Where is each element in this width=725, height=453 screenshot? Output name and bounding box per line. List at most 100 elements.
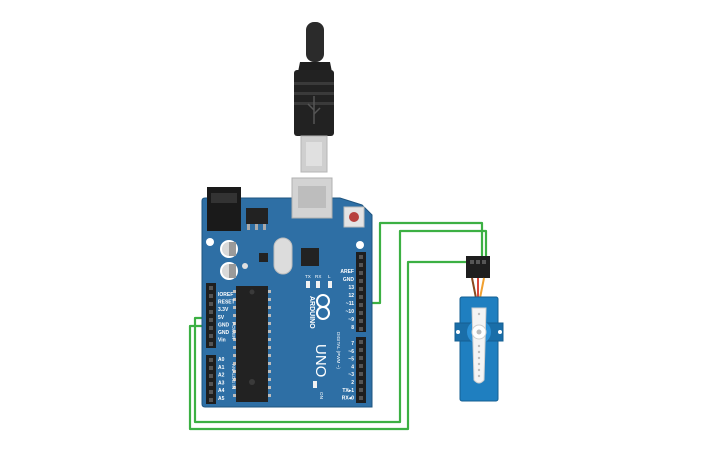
header-pin-hole[interactable]: [359, 287, 363, 291]
header-pin-hole[interactable]: [209, 286, 213, 290]
pin-label: 8: [351, 325, 354, 331]
pin-label: 12: [348, 293, 354, 299]
header-pin-hole[interactable]: [209, 310, 213, 314]
chip-leg: [268, 370, 271, 373]
header-pin-hole[interactable]: [209, 358, 213, 362]
chip-leg: [233, 330, 236, 333]
pin-label: A2: [218, 373, 225, 379]
servo-connector-pin: [476, 260, 480, 264]
chip-leg: [233, 338, 236, 341]
on-led-label: ON: [319, 392, 324, 399]
pin-label: RESET: [218, 300, 235, 306]
header-pin-hole[interactable]: [359, 356, 363, 360]
pin-label: GND: [218, 322, 230, 328]
header-pin-hole[interactable]: [209, 342, 213, 346]
diode: [242, 263, 248, 269]
digital-header-label: DIGITAL (PWM ~): [336, 332, 341, 369]
micro-servo[interactable]: [454, 256, 504, 402]
header-holes: [209, 255, 363, 402]
digital-header-bottom: [356, 337, 366, 403]
chip-leg: [268, 394, 271, 397]
header-pin-hole[interactable]: [359, 327, 363, 331]
power-header: [206, 283, 216, 348]
on-led: [313, 381, 317, 388]
header-pin-hole[interactable]: [359, 279, 363, 283]
pin-label: A5: [218, 396, 225, 402]
chip-leg: [233, 370, 236, 373]
chip-leg: [233, 394, 236, 397]
header-pin-hole[interactable]: [359, 311, 363, 315]
servo-tab-hole: [498, 330, 502, 334]
mounting-hole: [206, 238, 214, 246]
pin-label: TX▸1: [342, 388, 354, 394]
pin-label: IOREF: [218, 292, 233, 298]
chip-leg: [268, 338, 271, 341]
header-pin-hole[interactable]: [359, 255, 363, 259]
chip-leg: [233, 298, 236, 301]
header-pin-hole[interactable]: [359, 364, 363, 368]
header-pin-hole[interactable]: [359, 380, 363, 384]
servo-horn[interactable]: [471, 307, 487, 384]
usb-strain-relief: [298, 62, 332, 72]
header-pin-hole[interactable]: [209, 390, 213, 394]
tx-led: [306, 281, 310, 288]
pin-label: AREF: [340, 269, 354, 275]
header-pin-hole[interactable]: [359, 348, 363, 352]
chip-leg: [233, 314, 236, 317]
servo-wire-brown: [471, 277, 477, 299]
chip-leg: [268, 314, 271, 317]
wire-signal-pin-11[interactable]: [364, 221, 484, 305]
l-led: [328, 281, 332, 288]
header-pin-hole[interactable]: [359, 396, 363, 400]
servo-connector[interactable]: [466, 256, 490, 278]
rx-led-label: RX: [315, 274, 321, 279]
usb-cable[interactable]: [294, 22, 334, 173]
pin-label: 13: [348, 285, 354, 291]
header-pin-hole[interactable]: [209, 398, 213, 402]
chip-pins: [233, 290, 271, 397]
header-pin-hole[interactable]: [359, 303, 363, 307]
chip-leg: [233, 322, 236, 325]
header-pin-hole[interactable]: [209, 334, 213, 338]
pin-label: GND: [343, 277, 355, 283]
header-pin-hole[interactable]: [359, 372, 363, 376]
usb-grip-line: [294, 82, 334, 85]
pin-label: 7: [351, 341, 354, 347]
chip-leg: [268, 378, 271, 381]
pin-label: 4: [351, 364, 354, 370]
header-pin-hole[interactable]: [209, 382, 213, 386]
chip-leg: [268, 322, 271, 325]
header-pin-hole[interactable]: [359, 319, 363, 323]
chip-leg: [233, 290, 236, 293]
header-pin-hole[interactable]: [359, 271, 363, 275]
header-pin-hole[interactable]: [209, 318, 213, 322]
pin-label: A1: [218, 365, 225, 371]
pin-label: GND: [218, 330, 230, 336]
header-pin-hole[interactable]: [209, 294, 213, 298]
atmega328-chip: [236, 286, 268, 402]
servo-tab-hole: [456, 330, 460, 334]
chip-leg: [233, 378, 236, 381]
chip-leg: [233, 386, 236, 389]
usb-symbol-icon: [307, 96, 321, 124]
header-pin-hole[interactable]: [209, 302, 213, 306]
pin-label: A3: [218, 380, 225, 386]
voltage-regulator: [246, 208, 268, 224]
header-pin-hole[interactable]: [359, 263, 363, 267]
uno-model-label: UNO: [312, 344, 329, 377]
arduino-uno-board[interactable]: TX RX L ARDUINO UNO ON IOREFRESET3.3V5VG…: [201, 177, 373, 408]
chip-leg: [268, 290, 271, 293]
pin-label: ~10: [346, 309, 355, 315]
reset-button-cap[interactable]: [349, 212, 359, 222]
header-pin-hole[interactable]: [209, 326, 213, 330]
header-pin-hole[interactable]: [359, 388, 363, 392]
header-pin-hole[interactable]: [359, 295, 363, 299]
rx-led: [316, 281, 320, 288]
header-pin-hole[interactable]: [209, 374, 213, 378]
header-pin-hole[interactable]: [209, 366, 213, 370]
wire-5v[interactable]: [193, 229, 488, 424]
header-pin-hole[interactable]: [359, 340, 363, 344]
